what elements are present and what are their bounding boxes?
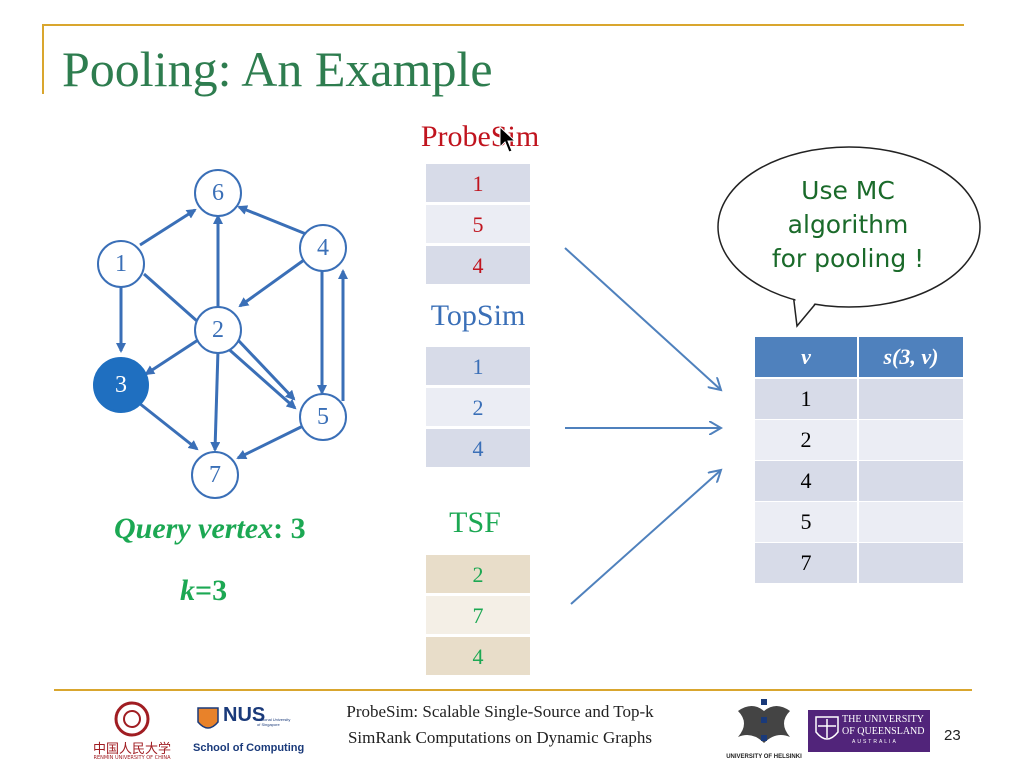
result-score — [859, 543, 963, 583]
footer-line: SimRank Computations on Dynamic Graphs — [347, 728, 653, 747]
query-vertex-caption: Query vertex: 3 — [114, 512, 306, 546]
uq-crest-icon — [815, 716, 839, 740]
nus-school: School of Computing — [193, 742, 305, 754]
result-score — [859, 420, 963, 460]
result-score — [859, 502, 963, 542]
node-1-label: 1 — [115, 251, 127, 277]
nus-subname-line: of Singapore — [257, 722, 280, 727]
renmin-name: 中国人民大学 — [92, 742, 171, 757]
result-vertex: 5 — [755, 502, 857, 542]
node-7 — [191, 451, 239, 499]
query-vertex-label: Query vertex — [114, 512, 274, 545]
result-score — [859, 461, 963, 501]
node-4-label: 4 — [317, 235, 329, 261]
helsinki-logo: UNIVERSITY OF HELSINKI — [718, 697, 810, 765]
probesim-title: ProbeSim — [420, 120, 540, 153]
node-6-label: 6 — [212, 180, 224, 206]
result-row: 7 — [755, 543, 963, 584]
graph-nodes — [93, 169, 347, 499]
edge-2-7 — [210, 349, 221, 452]
helsinki-flame-icon — [738, 699, 790, 743]
node-3-query — [93, 357, 149, 413]
tsf-title: TSF — [449, 506, 501, 539]
renmin-subname: RENMIN UNIVERSITY OF CHINA — [93, 755, 171, 761]
node-7-label: 7 — [209, 462, 221, 488]
nus-crest-icon — [197, 707, 219, 729]
graph-diagram: 6 1 4 2 3 5 7 — [93, 169, 348, 499]
result-header-score: s(3, v) — [859, 337, 963, 377]
nus-name: NUS — [223, 704, 266, 726]
node-1 — [97, 240, 145, 288]
topsim-title: TopSim — [430, 299, 526, 332]
node-5 — [299, 393, 347, 441]
node-3-label: 3 — [115, 372, 127, 398]
result-row: 5 — [755, 502, 963, 543]
slide-title: Pooling: An Example — [62, 41, 493, 97]
uq-name-line2: OF QUEENSLAND — [842, 726, 925, 737]
k-caption: k=3 — [180, 574, 227, 608]
mouse-cursor-icon — [499, 125, 517, 153]
node-2 — [194, 306, 242, 354]
speech-bubble — [717, 146, 981, 328]
result-score — [859, 379, 963, 419]
result-vertex: 4 — [755, 461, 857, 501]
footer-citation: ProbeSim: Scalable Single-Source and Top… — [300, 699, 700, 751]
speech-bubble-text: Use MC algorithm for pooling ! — [745, 174, 951, 276]
pooling-arrows — [564, 247, 735, 605]
page-number: 23 — [944, 727, 961, 744]
tsf-item: 4 — [426, 637, 530, 677]
renmin-seal-icon — [114, 701, 150, 737]
edge-4-6 — [237, 205, 307, 236]
edge-3-7 — [138, 401, 199, 451]
probesim-item: 5 — [426, 205, 530, 245]
node-5-label: 5 — [317, 404, 329, 430]
tsf-item: 7 — [426, 596, 530, 636]
result-row: 2 — [755, 420, 963, 461]
edge-2-5 — [236, 338, 296, 401]
uq-logo: THE UNIVERSITY OF QUEENSLAND AUSTRALIA — [808, 710, 930, 752]
footer-line: ProbeSim: Scalable Single-Source and Top… — [346, 702, 654, 721]
result-header-v: v — [755, 337, 857, 377]
bubble-line: Use MC — [801, 176, 895, 205]
probesim-item: 1 — [426, 164, 530, 204]
k-label: k — [180, 574, 195, 607]
top-accent-line — [42, 24, 964, 26]
result-row: 1 — [755, 379, 963, 420]
node-6 — [194, 169, 242, 217]
renmin-logo: 中国人民大学 RENMIN UNIVERSITY OF CHINA — [82, 700, 182, 762]
node-4 — [299, 224, 347, 272]
nus-subname-line: National University — [257, 717, 291, 722]
edge-1-6 — [139, 208, 197, 247]
topsim-item: 4 — [426, 429, 530, 469]
bubble-line: for pooling ! — [771, 244, 925, 273]
edge-5-7 — [236, 424, 304, 460]
result-vertex: 2 — [755, 420, 857, 460]
query-vertex-value: : 3 — [273, 512, 306, 545]
result-vertex: 7 — [755, 543, 857, 583]
topsim-item: 2 — [426, 388, 530, 428]
arrow-tsf — [570, 470, 721, 605]
left-accent-line — [42, 24, 44, 94]
arrow-probesim — [564, 247, 721, 390]
result-row: 4 — [755, 461, 963, 502]
bubble-line: algorithm — [787, 210, 909, 239]
topsim-item: 1 — [426, 347, 530, 387]
footer-divider — [54, 689, 972, 691]
edge-2-3 — [144, 338, 199, 376]
helsinki-name: UNIVERSITY OF HELSINKI — [726, 754, 802, 760]
node-2-label: 2 — [212, 317, 224, 343]
result-vertex: 1 — [755, 379, 857, 419]
uq-name-line3: AUSTRALIA — [852, 739, 898, 745]
edge-4-2 — [238, 258, 305, 308]
k-value: =3 — [195, 574, 228, 607]
probesim-item: 4 — [426, 246, 530, 286]
tsf-item: 2 — [426, 555, 530, 595]
uq-name-line1: THE UNIVERSITY — [842, 714, 924, 725]
